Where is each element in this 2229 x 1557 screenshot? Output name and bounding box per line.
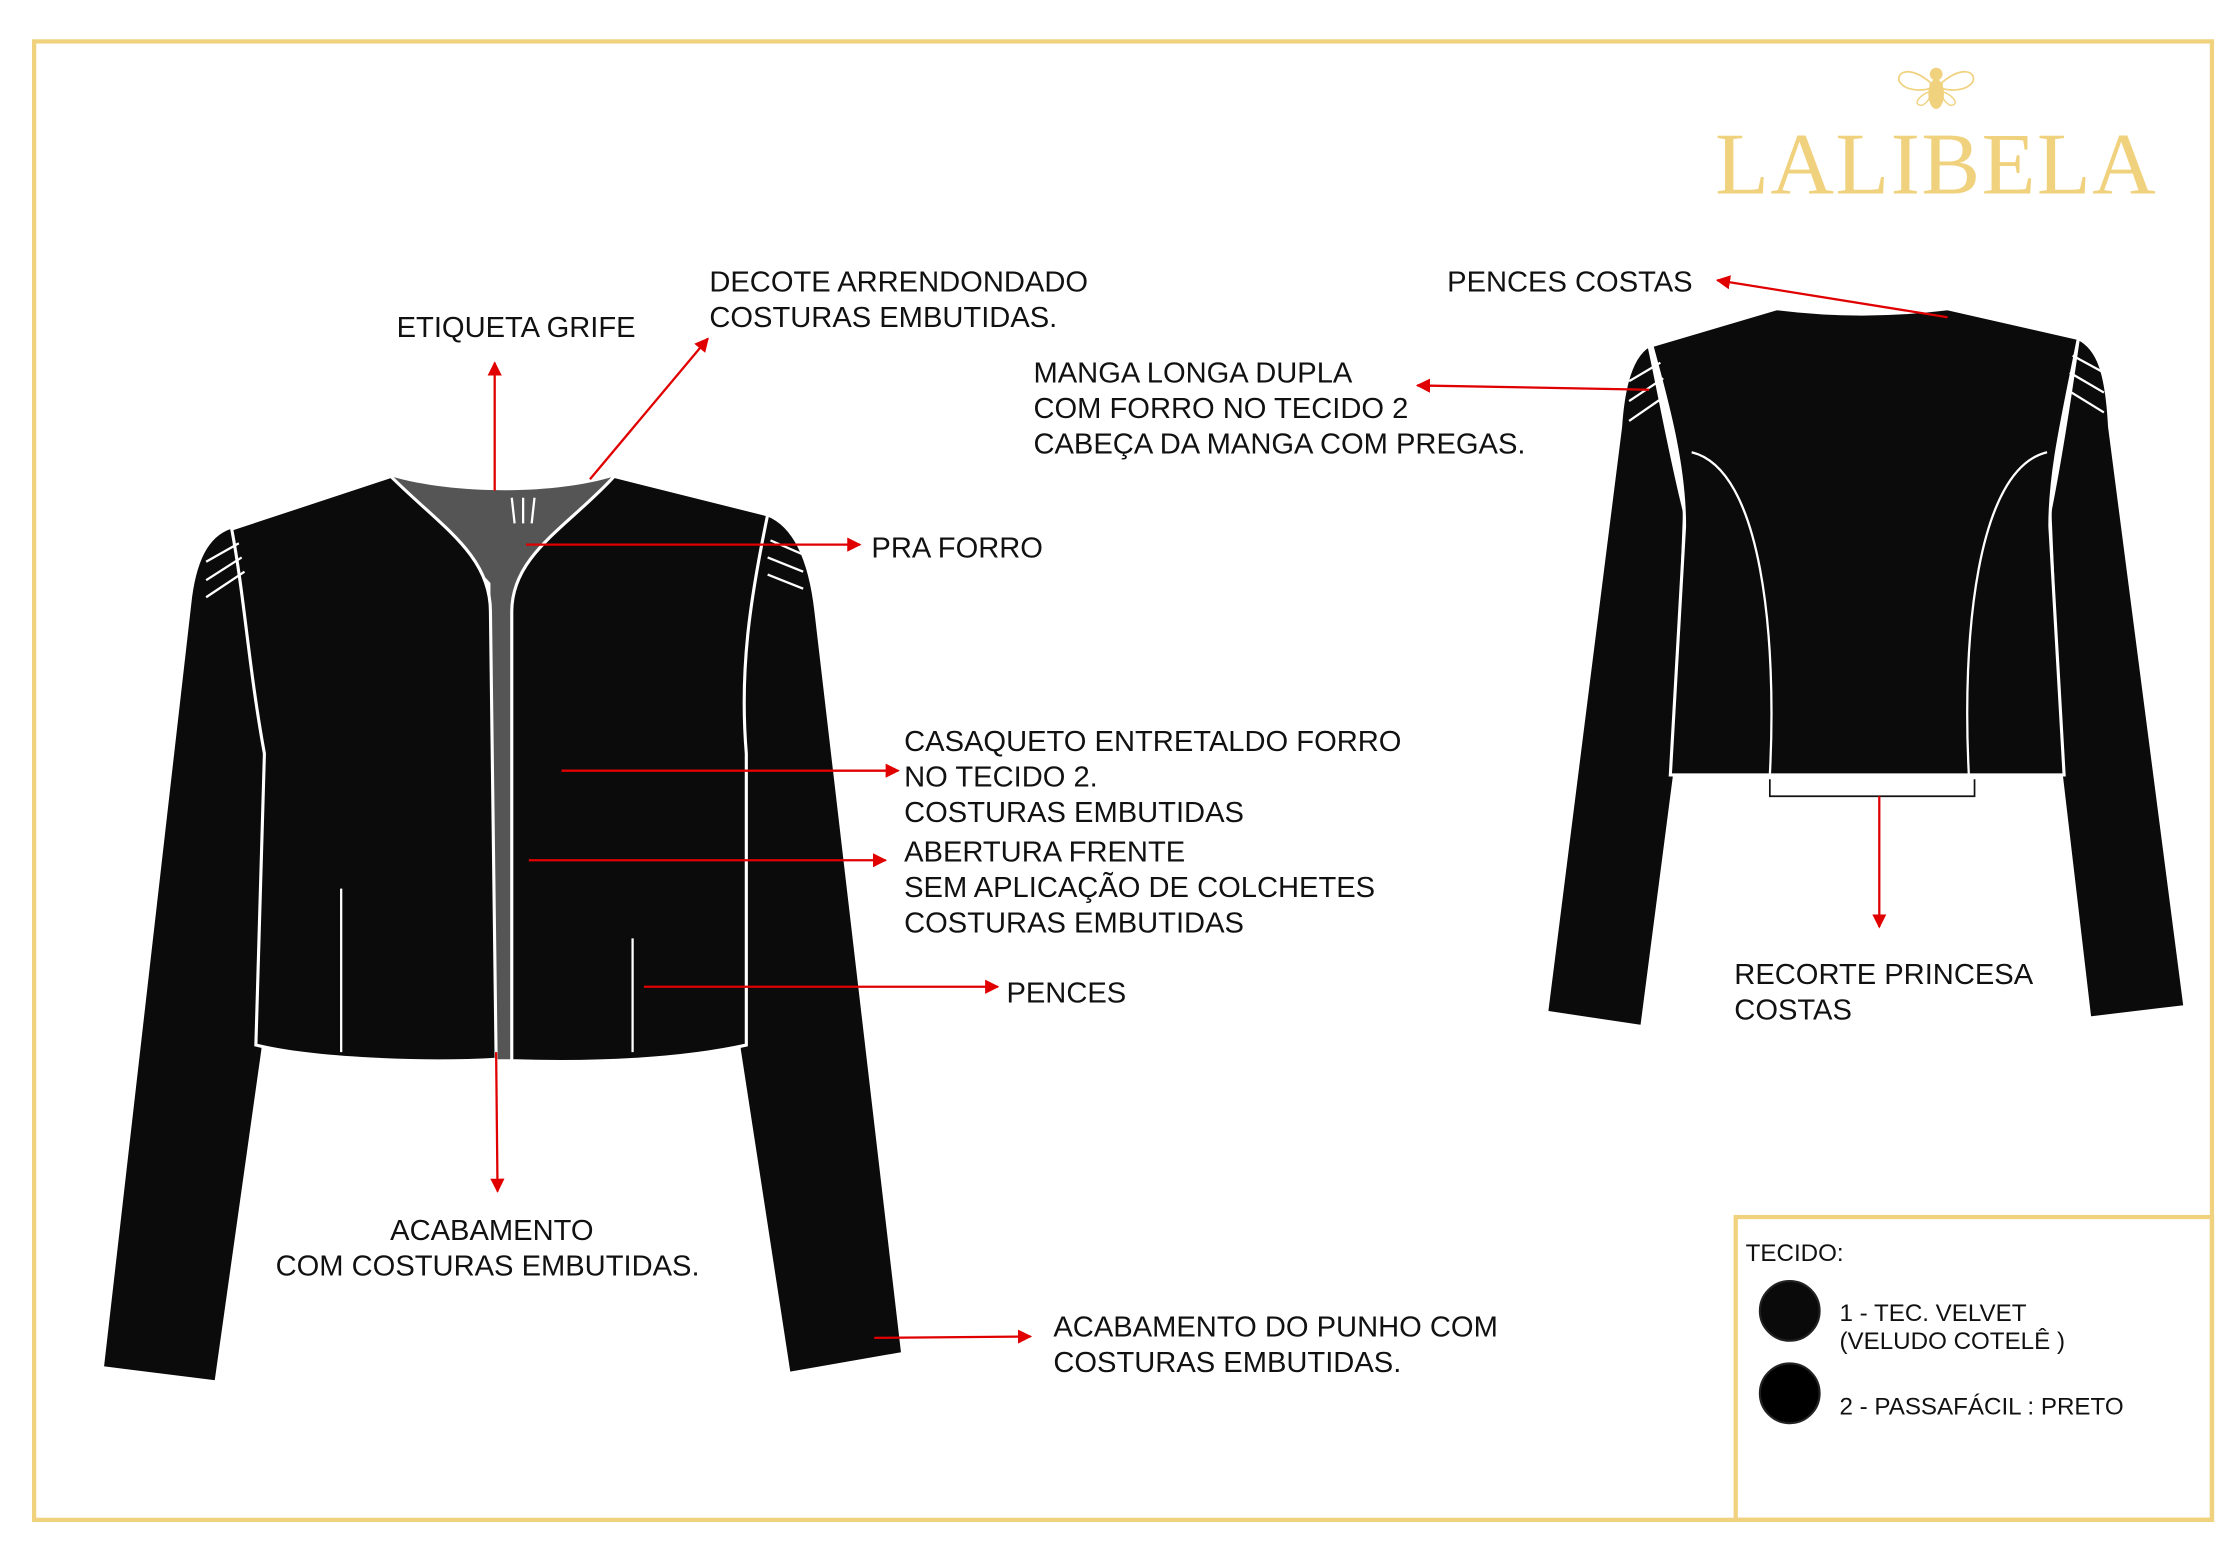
label-line: ABERTURA FRENTE xyxy=(904,837,1185,869)
label-line: DECOTE ARRENDONDADO xyxy=(709,267,1088,299)
label-acabamento: ACABAMENTO COM COSTURAS EMBUTIDAS. xyxy=(276,1215,700,1283)
bee-icon xyxy=(1898,67,1975,109)
label-abertura: ABERTURA FRENTE SEM APLICAÇÃO DE COLCHET… xyxy=(904,837,1375,940)
label-line: CABEÇA DA MANGA COM PREGAS. xyxy=(1033,429,1525,461)
front-lining xyxy=(390,476,615,1060)
fabric-legend: TECIDO: 1 - TEC. VELVET (VELUDO COTELÊ )… xyxy=(1733,1214,2215,1522)
fabric-title: TECIDO: xyxy=(1746,1240,1844,1267)
front-right-sleeve xyxy=(737,512,905,1376)
front-left-panel xyxy=(229,474,498,1063)
label-line: COSTAS xyxy=(1734,994,1852,1026)
label-line: ACABAMENTO xyxy=(390,1215,593,1247)
label-pra-forro: PRA FORRO xyxy=(871,532,1043,564)
label-punho: ACABAMENTO DO PUNHO COM COSTURAS EMBUTID… xyxy=(1053,1311,1497,1379)
front-right-panel xyxy=(510,474,770,1064)
fabric-swatch-1 xyxy=(1758,1279,1821,1342)
label-pences-costas: PENCES COSTAS xyxy=(1447,267,1692,299)
label-line: SEM APLICAÇÃO DE COLCHETES xyxy=(904,870,1375,904)
label-line: COM FORRO NO TECIDO 2 xyxy=(1033,393,1408,425)
back-body xyxy=(1649,307,2081,777)
label-line: COSTURAS EMBUTIDAS xyxy=(904,797,1244,829)
back-jacket xyxy=(1544,307,2187,1029)
label-line: COSTURAS EMBUTIDAS. xyxy=(1053,1347,1401,1379)
back-right-sleeve xyxy=(2048,336,2187,1020)
back-left-sleeve xyxy=(1544,343,1687,1029)
label-line: COSTURAS EMBUTIDAS. xyxy=(709,302,1057,334)
label-line: NO TECIDO 2. xyxy=(904,761,1098,793)
label-manga: MANGA LONGA DUPLA COM FORRO NO TECIDO 2 … xyxy=(1033,358,1525,461)
back-recorte-bracket xyxy=(1768,779,1976,798)
front-jacket xyxy=(100,474,905,1384)
label-line: COSTURAS EMBUTIDAS xyxy=(904,908,1244,940)
label-pences: PENCES xyxy=(1006,977,1126,1009)
fabric-1-line-2: (VELUDO COTELÊ ) xyxy=(1839,1328,2065,1355)
fabric-1-line-1: 1 - TEC. VELVET xyxy=(1839,1300,2026,1327)
brand-logo-text: LALIBELA xyxy=(1715,116,2157,214)
label-line: RECORTE PRINCESA xyxy=(1734,959,2033,991)
label-line: ACABAMENTO DO PUNHO COM xyxy=(1053,1311,1497,1343)
fabric-swatch-2 xyxy=(1758,1362,1821,1425)
label-casaqueto: CASAQUETO ENTRETALDO FORRO NO TECIDO 2. … xyxy=(904,726,1401,829)
fabric-2-line-1: 2 - PASSAFÁCIL : PRETO xyxy=(1839,1394,2123,1421)
annotation-arrows xyxy=(487,275,1948,1344)
page-frame xyxy=(31,39,2215,1522)
label-line: MANGA LONGA DUPLA xyxy=(1033,358,1352,390)
label-etiqueta-grife: ETIQUETA GRIFE xyxy=(397,312,636,344)
label-decote: DECOTE ARRENDONDADO COSTURAS EMBUTIDAS. xyxy=(709,267,1088,335)
label-recorte: RECORTE PRINCESA COSTAS xyxy=(1734,959,2033,1027)
label-line: CASAQUETO ENTRETALDO FORRO xyxy=(904,726,1401,758)
label-line: COM COSTURAS EMBUTIDAS. xyxy=(276,1250,700,1282)
front-left-sleeve xyxy=(100,524,269,1384)
